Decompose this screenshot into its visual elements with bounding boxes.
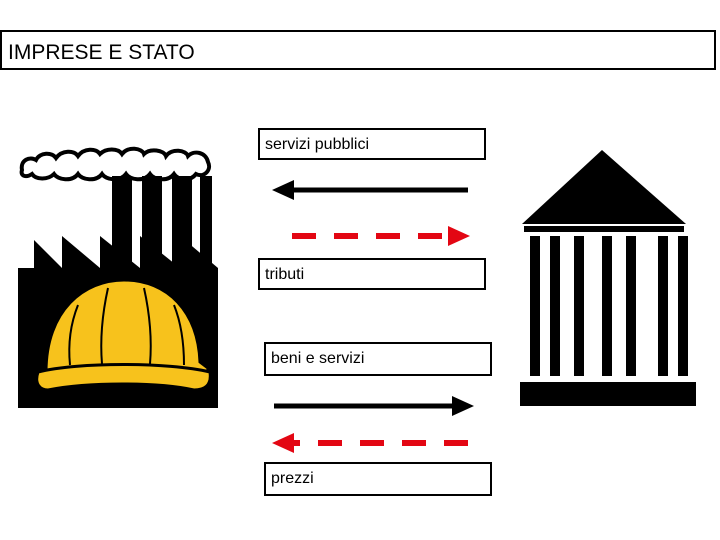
hardhat-ridge <box>68 304 79 366</box>
column <box>530 236 540 376</box>
page-title: IMPRESE E STATO <box>8 41 195 64</box>
hardhat-ridge <box>100 287 109 365</box>
factory-with-hardhat-icon <box>18 146 218 408</box>
column <box>658 236 668 376</box>
label-goods-services: beni e servizi <box>264 342 492 376</box>
government-building-icon <box>520 150 696 406</box>
label-goods-services-text: beni e servizi <box>271 350 365 367</box>
label-public-services: servizi pubblici <box>258 128 486 160</box>
column <box>626 236 636 376</box>
column <box>602 236 612 376</box>
hardhat-ridge <box>143 287 152 365</box>
label-prices: prezzi <box>264 462 492 496</box>
arrowhead-right <box>448 226 470 246</box>
arrow-goods-services <box>274 396 474 416</box>
arrow-taxes <box>292 226 470 246</box>
arrowhead-left <box>272 433 294 453</box>
column <box>678 236 688 376</box>
hardhat-ridge <box>173 304 185 366</box>
column <box>574 236 584 376</box>
label-public-services-text: servizi pubblici <box>265 136 370 153</box>
entablature <box>524 226 684 232</box>
arrow-public-services <box>272 180 468 200</box>
column <box>550 236 560 376</box>
chimney <box>200 176 212 276</box>
arrowhead-right <box>452 396 474 416</box>
smoke-cloud <box>19 146 211 182</box>
hardhat-brim <box>35 363 212 392</box>
label-prices-text: prezzi <box>271 470 314 487</box>
label-taxes-text: tributi <box>265 266 305 283</box>
pediment <box>522 150 686 224</box>
base <box>520 382 696 406</box>
title-box: IMPRESE E STATO <box>0 30 716 70</box>
arrow-prices <box>272 433 468 453</box>
label-taxes: tributi <box>258 258 486 290</box>
arrowhead-left <box>272 180 294 200</box>
